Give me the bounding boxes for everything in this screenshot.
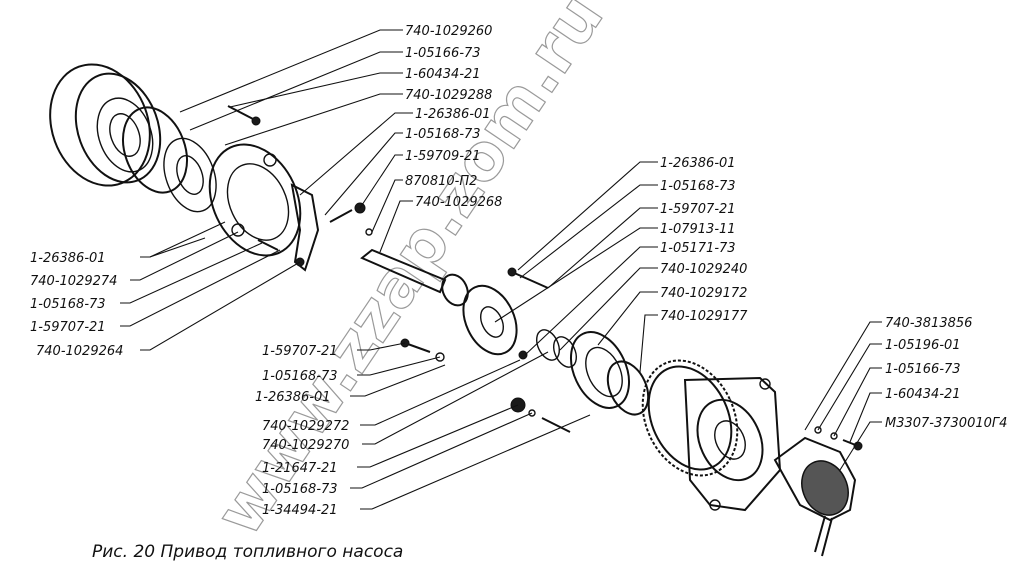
labels-right: 740-3813856 1-05196-01 1-05166-73 1-6043… <box>885 316 1007 431</box>
label-1-07913-11: 1-07913-11 <box>660 222 736 237</box>
label-870810-p2: 870810-П2 <box>405 174 477 189</box>
gear-housing <box>683 376 782 512</box>
drive-shaft <box>360 248 469 307</box>
label-1-34494-21: 1-34494-21 <box>262 503 338 518</box>
label-1-05168-73-left: 1-05168-73 <box>30 297 106 312</box>
pump-body <box>773 426 863 557</box>
label-740-1029270: 740-1029270 <box>262 438 349 453</box>
label-740-1029177: 740-1029177 <box>660 309 748 324</box>
labels-bottom-left: 1-59707-21 1-05168-73 1-26386-01 740-102… <box>255 344 349 518</box>
label-740-1029260: 740-1029260 <box>405 24 492 39</box>
label-1-05171-73: 1-05171-73 <box>660 241 736 256</box>
label-1-05168-73: 1-05168-73 <box>405 127 481 142</box>
label-1-26386-01-mid: 1-26386-01 <box>660 156 736 171</box>
label-740-1029172: 740-1029172 <box>660 286 747 301</box>
label-1-59707-21-bottom: 1-59707-21 <box>262 344 338 359</box>
label-1-59707-21-left: 1-59707-21 <box>30 320 106 335</box>
shaft-bearing-stack <box>535 329 650 416</box>
labels-left: 1-26386-01 740-1029274 1-05168-73 1-5970… <box>30 251 123 359</box>
label-m3307-3730010g4: М3307-3730010Г4 <box>885 416 1007 431</box>
label-740-1029288: 740-1029288 <box>405 88 492 103</box>
label-1-05168-73-bottom: 1-05168-73 <box>262 369 338 384</box>
label-1-05196-01: 1-05196-01 <box>885 338 961 353</box>
label-740-1029240: 740-1029240 <box>660 262 747 277</box>
label-1-05168-73-mid: 1-05168-73 <box>660 179 736 194</box>
label-1-05166-73-right: 1-05166-73 <box>885 362 961 377</box>
drive-flange <box>208 143 320 272</box>
label-1-59709-21: 1-59709-21 <box>405 149 481 164</box>
leader-lines <box>120 29 882 510</box>
label-1-05168-73-bottom2: 1-05168-73 <box>262 482 338 497</box>
label-740-1029274: 740-1029274 <box>30 274 117 289</box>
figure-caption: Рис. 20 Привод топливного насоса <box>92 542 403 562</box>
label-1-60434-21-right: 1-60434-21 <box>885 387 961 402</box>
label-1-21647-21: 1-21647-21 <box>262 461 338 476</box>
label-740-1029268: 740-1029268 <box>415 195 502 210</box>
label-1-60434-21: 1-60434-21 <box>405 67 481 82</box>
label-1-26386-01-left: 1-26386-01 <box>30 251 106 266</box>
label-1-59707-21-mid: 1-59707-21 <box>660 202 736 217</box>
label-740-3813856: 740-3813856 <box>885 316 972 331</box>
labels-top: 740-1029260 1-05166-73 1-60434-21 740-10… <box>405 24 502 210</box>
label-1-05166-73: 1-05166-73 <box>405 46 481 61</box>
label-1-26386-01: 1-26386-01 <box>415 107 491 122</box>
pulley-assembly <box>49 63 217 213</box>
label-1-26386-01-bottom: 1-26386-01 <box>255 390 331 405</box>
coupling-disc <box>462 267 549 360</box>
labels-mid-right: 1-26386-01 1-05168-73 1-59707-21 1-07913… <box>660 156 748 324</box>
label-740-1029272: 740-1029272 <box>262 419 349 434</box>
label-740-1029264: 740-1029264 <box>36 344 123 359</box>
